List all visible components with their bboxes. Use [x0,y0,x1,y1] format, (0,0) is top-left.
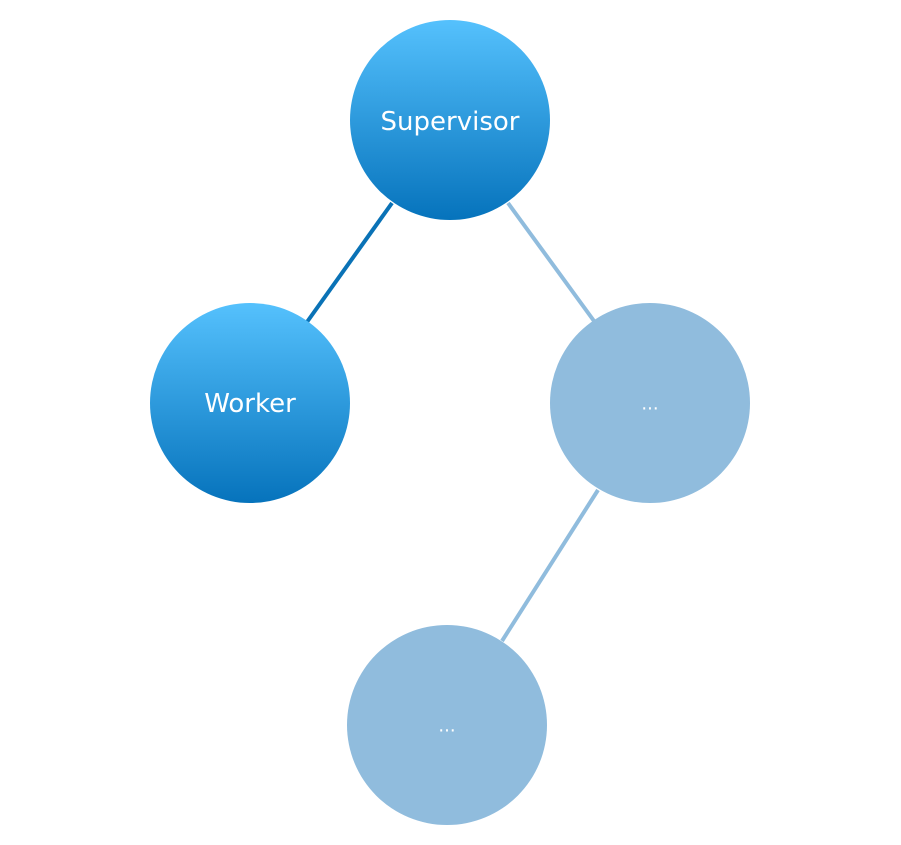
node-placeholder-bottom: ... [347,625,547,825]
edge-placeholder-placeholder [500,488,600,643]
node-supervisor-label: Supervisor [381,107,520,137]
edge-supervisor-worker [305,201,394,324]
node-worker-label: Worker [204,389,296,419]
edge-supervisor-placeholder [506,201,596,323]
node-placeholder-right: ... [550,303,750,503]
node-worker: Worker [150,303,350,503]
node-supervisor: Supervisor [350,20,550,220]
node-placeholder-right-label: ... [641,394,658,415]
node-placeholder-bottom-label: ... [438,716,455,737]
